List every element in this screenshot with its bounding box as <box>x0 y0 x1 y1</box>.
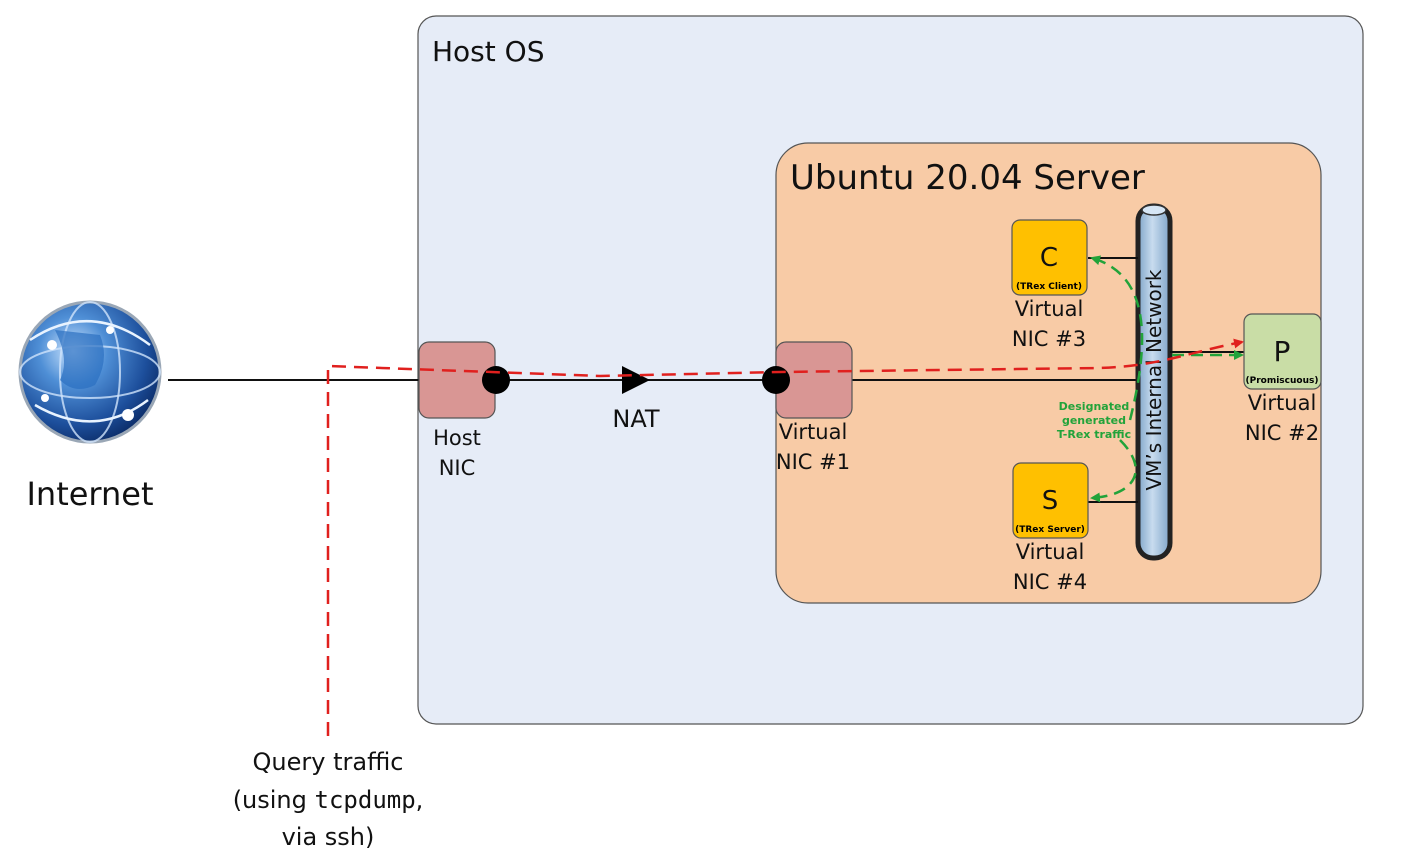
vnic2-letter: P <box>1274 335 1291 368</box>
nat-label: NAT <box>612 405 660 433</box>
vnic4-label-1: Virtual <box>1016 540 1085 564</box>
vnic3-sub: (TRex Client) <box>1016 282 1082 292</box>
vnic1-label-1: Virtual <box>779 420 848 444</box>
nat-arrow-icon <box>622 366 650 394</box>
query-label-2-prefix: (using <box>233 786 315 814</box>
vnic2-box <box>1243 313 1322 390</box>
vnic4-sub: (TRex Server) <box>1015 525 1085 535</box>
query-label-3: via ssh) <box>282 823 375 851</box>
vnic4-letter: S <box>1042 486 1059 516</box>
query-label-2-suffix: , <box>416 786 424 814</box>
query-label-1: Query traffic <box>253 748 404 776</box>
vnic3-label-1: Virtual <box>1015 297 1084 321</box>
host-nic-port <box>482 366 510 394</box>
vnic1-port <box>762 366 790 394</box>
vnic2-label-2: NIC #2 <box>1245 421 1319 445</box>
vm-title: Ubuntu 20.04 Server <box>790 158 1145 198</box>
vnic3-label-2: NIC #3 <box>1012 327 1086 351</box>
globe-icon <box>18 300 162 444</box>
query-label-2: (using tcpdump, <box>233 786 424 814</box>
host-os-title: Host OS <box>432 35 544 68</box>
vnic2-sub: (Promiscuous) <box>1246 376 1319 386</box>
query-traffic-path <box>326 338 1244 736</box>
trex-note-2: generated <box>1062 414 1126 427</box>
query-label-2-code: tcpdump <box>315 786 416 814</box>
trex-note-1: Designated <box>1059 400 1130 413</box>
vnic2-label-1: Virtual <box>1248 391 1317 415</box>
host-nic-label-2: NIC <box>439 456 476 480</box>
internal-network-label: VM’s Internal Network <box>1142 269 1166 490</box>
trex-traffic-path-server <box>1090 439 1137 503</box>
trex-note-3: T-Rex traffic <box>1057 428 1131 441</box>
internet-label: Internet <box>26 475 153 513</box>
trex-traffic-path-client <box>1090 255 1144 421</box>
vnic3-box <box>1011 219 1088 296</box>
vnic4-label-2: NIC #4 <box>1013 570 1087 594</box>
vnic4-box <box>1012 462 1089 539</box>
vnic3-letter: C <box>1040 243 1058 273</box>
vnic1-label-2: NIC #1 <box>776 450 850 474</box>
host-nic-label-1: Host <box>433 426 481 450</box>
